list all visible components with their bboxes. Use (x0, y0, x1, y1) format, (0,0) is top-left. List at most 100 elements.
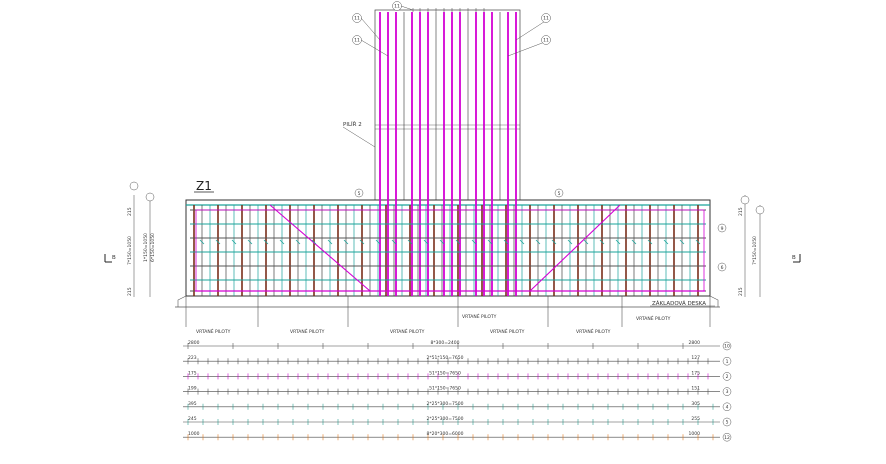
slab-tie (279, 239, 285, 245)
bar-row-id: 5 (726, 420, 729, 426)
slab-bars (190, 204, 706, 296)
bar-row-left-value: 245 (188, 416, 197, 422)
bar-row-middle-value: 51*150=7650 (429, 386, 461, 392)
slab-tie (231, 239, 237, 245)
top-bubble-leader (400, 5, 414, 11)
bar-row-bubble (722, 341, 732, 351)
left-dim-inner-1: 1*150=1050 (143, 233, 149, 262)
right-dim-bubble (740, 195, 750, 205)
slab-tie (647, 239, 653, 245)
bar-row-right-value: 305 (691, 401, 700, 407)
slab-tie (583, 239, 589, 245)
slab-tie (311, 239, 317, 245)
left-dim-inner-2: 6*150=1050 (150, 233, 156, 262)
right-dim-1: 215 (738, 207, 744, 216)
drawing-title: Z1 (196, 179, 212, 193)
slab-tie (359, 239, 365, 245)
bar-row-left-value: 1000 (188, 431, 200, 437)
pile-label-1: VRTANÉ PILOTY (196, 327, 231, 335)
bar-row-bubble (722, 402, 732, 412)
pier-bars (379, 8, 517, 296)
top-bubble (352, 13, 362, 23)
slab-tie (567, 239, 573, 245)
slab-tie (695, 239, 701, 245)
pile-label-7: VRTANÉ PILOTY (636, 314, 671, 322)
bar-row-middle-value: 2*25*300=7500 (427, 416, 464, 422)
bar-row-middle-value: 8*300=2400 (431, 340, 460, 346)
diagonal-bar-left (269, 204, 371, 292)
slab-tie (343, 239, 349, 245)
slab-tie (471, 239, 477, 245)
piles (177, 295, 719, 327)
slab-tie (199, 239, 205, 245)
top-bubble (352, 35, 362, 45)
pier-label: PILÍŘ 2 (343, 120, 362, 128)
slab-tie (615, 239, 621, 245)
slab-tie (439, 239, 445, 245)
bar-row-id: 1 (726, 359, 729, 365)
slab-tie (631, 239, 637, 245)
bar-row-left-value: 223 (188, 355, 197, 361)
right-dim-2: 7*150=1050 (752, 236, 758, 265)
slab-tie (407, 239, 413, 245)
slab-tie (423, 239, 429, 245)
pile-label-4: VRTANÉ PILOTY (462, 312, 497, 320)
pile-label-3: VRTANÉ PILOTY (390, 327, 425, 335)
diagonal-bar-right (529, 204, 621, 292)
bar-row-middle-value: 51*150=7650 (429, 370, 461, 376)
top-bubble (541, 35, 551, 45)
top-bubble-label: 11 (543, 16, 549, 22)
slab-tie (247, 239, 253, 245)
bar-row-right-value: 1000 (689, 431, 701, 437)
left-dim-1: 215 (127, 207, 133, 216)
bar-row-left-value: 199 (188, 386, 197, 392)
left-dim-bubble-2 (145, 192, 155, 202)
top-bubble-leader (360, 17, 381, 41)
slab-bubble-side-2: 6 (717, 262, 727, 272)
right-dim-3: 215 (738, 287, 744, 296)
top-bubble-leader (360, 39, 389, 57)
slab-stirrup-outline (195, 209, 705, 292)
bar-row-left-value: 395 (188, 401, 197, 407)
pier-leader (342, 126, 376, 148)
pile-label-5: VRTANÉ PILOTY (490, 327, 525, 335)
bar-row-id: 3 (726, 389, 729, 395)
bar-row-left-value: 2800 (188, 340, 200, 346)
bar-row-middle-value: 2*51*150=7650 (427, 355, 464, 361)
bar-row-bubble (722, 432, 732, 442)
svg-text:9: 9 (721, 226, 724, 232)
bar-row-id: 2 (726, 374, 729, 380)
pile-label-2: VRTANÉ PILOTY (290, 327, 325, 335)
top-bubble-label: 11 (354, 38, 360, 44)
slab-tie (663, 239, 669, 245)
slab-bubble-side-1: 9 (717, 223, 727, 233)
slab-tie (215, 239, 221, 245)
bar-row: 395 2*25*300=7500 305 4 (183, 401, 732, 412)
bar-row-id: 4 (726, 404, 729, 410)
bar-row-middle-value: 8*20*300=6000 (427, 431, 464, 437)
bar-row-bubble (722, 356, 732, 366)
right-dim-bubble-2 (755, 205, 765, 215)
slab-tie (327, 239, 333, 245)
bar-row-middle-value: 2*25*300=7500 (427, 401, 464, 407)
bar-row-left-value: 175 (188, 370, 197, 376)
top-bubble-label: 11 (394, 4, 400, 10)
slab-label: ZÁKLADOVÁ DESKA (652, 300, 706, 307)
bar-row-bubble (722, 372, 732, 381)
bar-row-id: 10 (724, 344, 730, 350)
section-left: B (112, 255, 116, 261)
svg-text:6: 6 (721, 265, 724, 271)
pile-label-6: VRTANÉ PILOTY (576, 327, 611, 335)
slab-tie (551, 239, 557, 245)
slab-tie (535, 239, 541, 245)
svg-text:5: 5 (558, 191, 561, 197)
svg-text:5: 5 (358, 191, 361, 197)
pile-cap-right (709, 295, 719, 307)
